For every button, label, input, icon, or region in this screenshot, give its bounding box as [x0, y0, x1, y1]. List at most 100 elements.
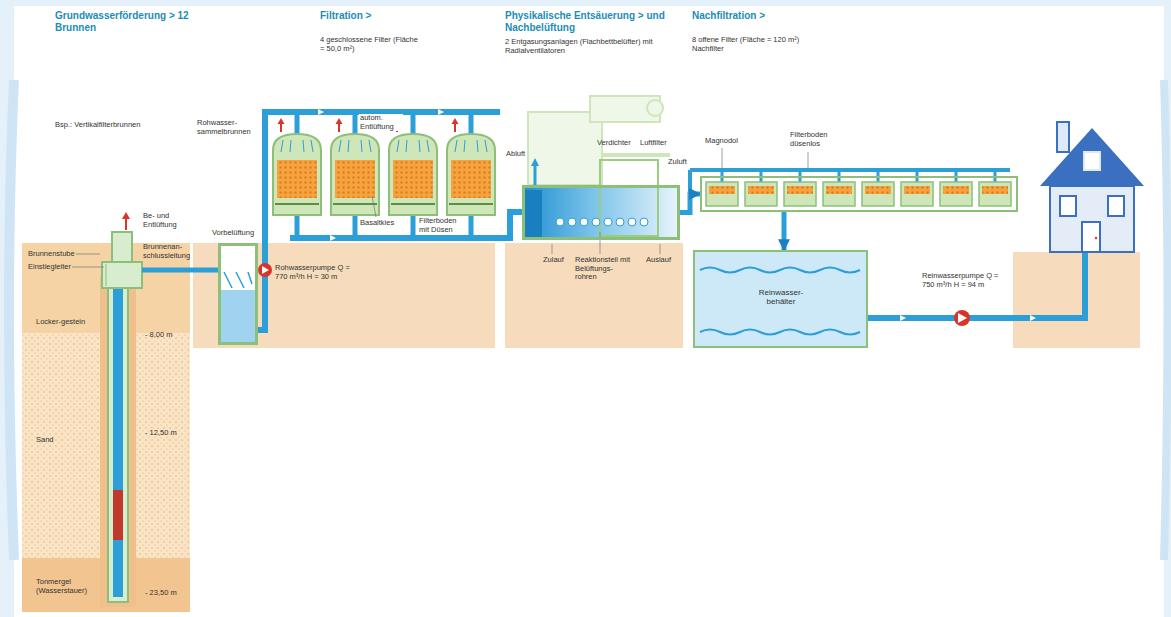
- degassing-unit-part: [531, 158, 539, 166]
- part-label: Be- und Entlüftung: [143, 212, 185, 229]
- degassing-unit-part: [556, 218, 564, 226]
- house-part: [1060, 196, 1076, 216]
- page-ground-part: [9, 80, 14, 560]
- part-label: Brunnenan-schlussleitung: [143, 243, 205, 260]
- vertical-well-part: [108, 280, 128, 602]
- open-filter-row-part: [982, 186, 1008, 194]
- pressure-filters-part-part: [281, 140, 313, 152]
- pressure-filters-part-part: [449, 203, 493, 205]
- part-label: Filterboden mit Düsen: [419, 217, 465, 234]
- vertical-well-part: [113, 490, 123, 540]
- part-label: Luftfilter: [640, 139, 667, 148]
- pressure-filters-part-part: [338, 123, 340, 132]
- degassing-unit-part: [524, 190, 542, 238]
- part-label: Rohwasser-sammelbrunnen: [197, 119, 247, 136]
- aeration-well: Vorbelüftung: [218, 243, 258, 345]
- stage-heading: Filtration >: [320, 10, 440, 22]
- water-pipe: [782, 212, 787, 250]
- open-filter-channel: MagnodolFilterboden düsenlos: [700, 176, 1018, 212]
- pressure-filters-part-part: [333, 203, 377, 205]
- pressure-filters-part-part: [455, 140, 487, 152]
- part-label: 8 offene Filter (Fläche = 120 m²) Nachfi…: [692, 36, 820, 53]
- page-ground-part: [14, 6, 1164, 617]
- part-label: autom. Entlüftung: [359, 114, 403, 131]
- degassing-unit-part: [628, 218, 636, 226]
- house-part: [1040, 128, 1144, 186]
- raw-water-pipes-part: [221, 290, 255, 342]
- pressure-filters-part-part: [391, 203, 435, 205]
- vertical-well-part: [76, 254, 100, 255]
- raw-water-pipes-part: [297, 215, 471, 238]
- open-filter-row-part: [862, 182, 894, 206]
- vertical-well-part: [122, 212, 130, 219]
- pressure-filters-part-part: [336, 118, 343, 124]
- pressure-filters-part-part: [277, 160, 317, 198]
- part-label: Verdichter: [597, 139, 631, 148]
- part-label: Sand: [36, 436, 54, 445]
- open-filter-row-part: [787, 186, 813, 194]
- house-part: [1057, 122, 1069, 152]
- pressure-filters-part-part: [447, 134, 495, 215]
- pressure-filters-part: [273, 118, 321, 215]
- ground-panels: [193, 243, 1140, 348]
- raw-water-pipes-part: [297, 112, 471, 134]
- pressure-filters-part-part: [275, 203, 319, 205]
- supply-pipe-part: [868, 252, 1085, 318]
- house-part: [1095, 237, 1097, 239]
- page-ground-part: [1164, 80, 1168, 560]
- part-label: Tonmergel (Wasserstauer): [36, 578, 96, 595]
- raw-water-pipes-part: [224, 272, 252, 288]
- pressure-filters-part-part: [335, 160, 375, 198]
- supply-pipe-part: [900, 315, 1036, 321]
- part-label: Zulauf: [543, 256, 564, 265]
- raw-water-pipes: [142, 109, 522, 342]
- vertical-well-part: [102, 262, 142, 288]
- part-label: - 12,50 m: [145, 429, 177, 438]
- part-label: Reinwasserpumpe Q = 750 m³/h H = 94 m: [922, 272, 1002, 289]
- vertical-well-part: [106, 264, 107, 286]
- degassing-unit-part: [660, 244, 661, 254]
- pressure-filters-part-part: [454, 123, 456, 132]
- open-filter-row-part: [826, 186, 852, 194]
- pressure-filters-part-part: [451, 160, 491, 198]
- degassing-unit-part: [640, 218, 648, 226]
- page-ground: [9, 6, 1168, 617]
- raw-water-pipes-part: [262, 266, 269, 274]
- open-filter-row-part: [709, 186, 735, 194]
- pressure-filters-part-part: [280, 123, 282, 132]
- ground-panels-part: [193, 243, 495, 348]
- house-part: [1108, 196, 1124, 216]
- pressure-filters-part-part: [393, 160, 433, 198]
- unit-label: Filterboden düsenlos: [790, 131, 836, 148]
- degassing-unit-part: [534, 165, 537, 185]
- open-filter-row-part: [823, 182, 855, 206]
- part-label: Abluft: [506, 150, 525, 159]
- part-label: Brunnenstube: [28, 250, 75, 259]
- degassing-unit-part: [616, 218, 624, 226]
- open-filter-row-part: [865, 186, 891, 194]
- soil-layers: [22, 243, 190, 612]
- part-label: Rohwasserpumpe Q = 770 m³/h H = 30 m: [275, 264, 355, 281]
- open-filter-row-part: [784, 182, 816, 206]
- open-filter-row-part: [940, 182, 972, 206]
- pressure-filters-part-part: [331, 134, 379, 215]
- pressure-filters: [273, 118, 495, 217]
- supply-pipe: [868, 252, 1085, 326]
- degassing-unit-part: [552, 244, 553, 254]
- part-label: - 8,00 m: [145, 331, 173, 340]
- part-label: 2 Entgasungsanlagen (Flachbettbelüfter) …: [505, 38, 675, 55]
- supply-pipe-part: [954, 310, 970, 326]
- clear-water-tank: Reinwasser-behälter: [693, 250, 868, 348]
- open-filter-row-part: [706, 182, 738, 206]
- unit-label: Vorbelüftung: [212, 229, 254, 238]
- supply-pipe-part: [958, 313, 967, 323]
- clear-water-tank-part: [700, 330, 860, 335]
- water-pipe: [680, 194, 700, 213]
- degassing-unit-part: [580, 218, 588, 226]
- pressure-filters-part: [331, 118, 379, 215]
- degassing-unit-part: [568, 218, 576, 226]
